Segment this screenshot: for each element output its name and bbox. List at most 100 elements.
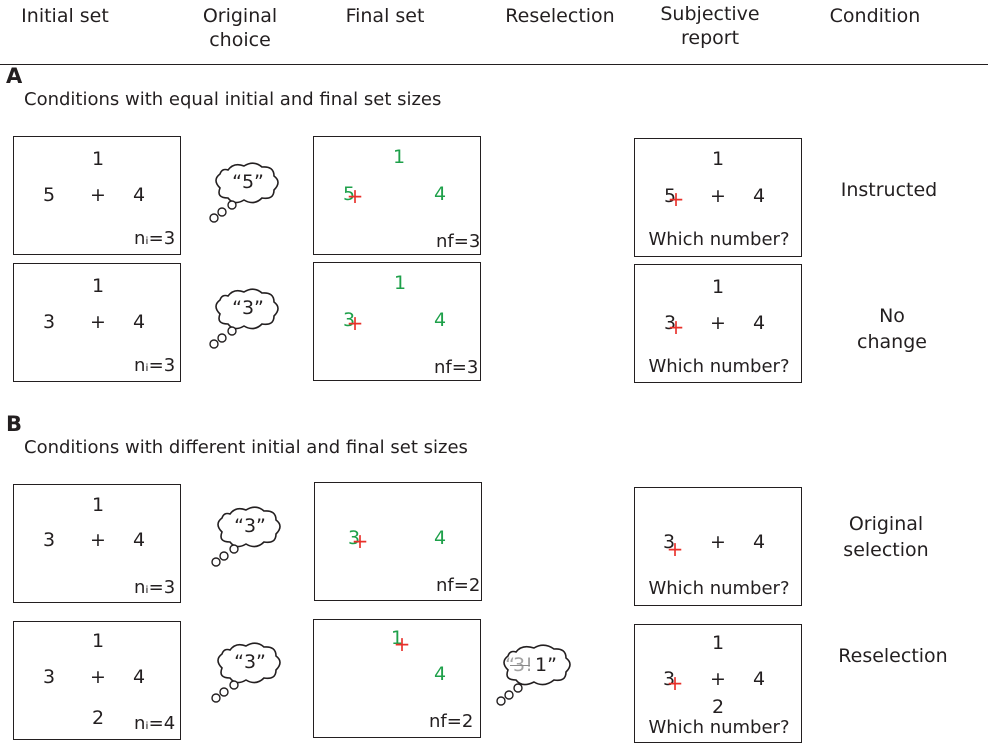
- report-question: Which number?: [648, 578, 790, 599]
- thought-bubble-row3: “3”: [210, 504, 286, 568]
- report-box-row1: 1 5 + + 4 Which number?: [634, 138, 802, 257]
- report-item-left: 3: [662, 531, 676, 553]
- original-choice-text: “3”: [234, 515, 266, 537]
- initial-item-left: 3: [42, 529, 56, 551]
- section-a-title: Conditions with equal initial and final …: [24, 89, 442, 110]
- section-b-title: Conditions with different initial and fi…: [24, 437, 468, 458]
- header-subjective-report: Subjective report: [660, 3, 760, 49]
- report-box-row2: 1 3 + + 4 Which number?: [634, 264, 802, 383]
- report-item-left: 5: [663, 185, 677, 207]
- condition-label: Original selection: [843, 513, 929, 561]
- final-item-right: 4: [433, 183, 447, 205]
- fixation-cross: +: [90, 666, 106, 688]
- initial-item-right: 4: [132, 529, 146, 551]
- header-final-set: Final set: [345, 5, 425, 27]
- cloud-icon: [209, 288, 279, 349]
- fixation-cross-red: +: [346, 184, 364, 208]
- header-reselection: Reselection: [505, 5, 615, 27]
- cloud-icon: [209, 162, 279, 223]
- final-set-size: nf=3: [434, 357, 479, 378]
- final-item-right: 4: [433, 663, 447, 685]
- initial-item-left: 3: [42, 311, 56, 333]
- initial-item-top: 1: [91, 494, 105, 516]
- initial-set-size: nᵢ=3: [134, 228, 176, 249]
- fixation-cross: +: [710, 185, 726, 207]
- report-item-right: 4: [752, 312, 766, 334]
- initial-item-right: 4: [132, 184, 146, 206]
- strikethrough-line: [510, 665, 530, 666]
- initial-set-box-row1: 1 5 + 4 nᵢ=3: [13, 136, 181, 255]
- final-item-right: 4: [433, 309, 447, 331]
- original-choice-text: “3”: [234, 651, 266, 673]
- initial-item-top: 1: [91, 630, 105, 652]
- fixation-cross-red: +: [667, 187, 685, 211]
- final-item-left: 3: [342, 309, 356, 331]
- final-item-top: 1: [390, 627, 404, 649]
- final-set-size: nf=2: [429, 711, 474, 732]
- thought-bubble-row4: “3”: [210, 640, 286, 704]
- cloud-icon: [496, 644, 571, 706]
- section-a-letter: A: [6, 64, 23, 88]
- original-choice-text: “3”: [232, 297, 264, 319]
- fixation-cross-red: +: [393, 632, 411, 656]
- section-b-letter: B: [6, 412, 23, 436]
- report-question: Which number?: [648, 229, 790, 250]
- initial-item-top: 1: [91, 148, 105, 170]
- initial-item-top: 1: [91, 275, 105, 297]
- reselection-new-choice: 1”: [535, 654, 557, 676]
- fixation-cross: +: [90, 529, 106, 551]
- initial-set-box-row3: 1 3 + 4 nᵢ=3: [13, 484, 181, 603]
- fixation-cross: +: [710, 668, 726, 690]
- initial-item-left: 5: [42, 184, 56, 206]
- initial-set-size: nᵢ=3: [134, 355, 176, 376]
- final-item-top: 1: [393, 272, 407, 294]
- report-item-top: 1: [711, 276, 725, 298]
- final-set-box-row4: 1 + 4 nf=2: [313, 619, 481, 738]
- header-divider: [0, 64, 988, 65]
- final-set-size: nf=3: [436, 231, 481, 252]
- initial-item-right: 4: [132, 666, 146, 688]
- report-item-right: 4: [752, 531, 766, 553]
- final-item-top: 1: [392, 146, 406, 168]
- header-condition: Condition: [829, 5, 921, 27]
- cloud-icon: [211, 642, 281, 703]
- initial-set-size: nᵢ=3: [134, 577, 176, 598]
- initial-set-box-row4: 1 3 + 4 2 nᵢ=4: [13, 621, 181, 740]
- report-item-right: 4: [752, 185, 766, 207]
- final-set-box-row1: 1 5 + 4 nf=3: [313, 136, 481, 255]
- fixation-cross: +: [90, 311, 106, 333]
- report-item-top: 1: [711, 632, 725, 654]
- cloud-icon: [211, 506, 281, 567]
- thought-bubble-row2: “3”: [208, 286, 284, 350]
- condition-label: No change: [857, 305, 927, 353]
- thought-bubble-row1: “5”: [208, 160, 284, 224]
- header-initial-set: Initial set: [21, 5, 109, 27]
- fixation-cross-red: +: [667, 315, 685, 339]
- report-item-left: 3: [662, 668, 676, 690]
- fixation-cross: +: [710, 531, 726, 553]
- final-set-box-row2: 1 3 + 4 nf=3: [313, 262, 481, 381]
- original-choice-text: “5”: [232, 171, 264, 193]
- initial-item-left: 3: [42, 666, 56, 688]
- initial-set-box-row2: 1 3 + 4 nᵢ=3: [13, 263, 181, 382]
- report-item-left: 3: [663, 312, 677, 334]
- initial-item-bottom: 2: [91, 707, 105, 729]
- final-item-left: 3: [347, 527, 361, 549]
- fixation-cross-red: +: [351, 529, 369, 553]
- report-question: Which number?: [648, 356, 790, 377]
- header-original-choice: Original choice: [202, 5, 278, 51]
- final-item-right: 4: [433, 527, 447, 549]
- final-item-left: 5: [342, 183, 356, 205]
- report-box-row4: 1 3 + + 4 2 Which number?: [634, 624, 802, 743]
- fixation-cross-red: +: [666, 537, 684, 561]
- final-set-box-row3: 3 + 4 nf=2: [314, 482, 482, 601]
- reselection-thought-bubble: “ 3 ! 1”: [494, 642, 578, 708]
- report-question: Which number?: [648, 717, 790, 738]
- fixation-cross: +: [90, 184, 106, 206]
- final-set-size: nf=2: [436, 575, 481, 596]
- condition-label: Reselection: [838, 645, 948, 667]
- condition-label: Instructed: [840, 179, 938, 201]
- report-item-bottom: 2: [711, 696, 725, 718]
- initial-item-right: 4: [132, 311, 146, 333]
- fixation-cross-red: +: [666, 671, 684, 695]
